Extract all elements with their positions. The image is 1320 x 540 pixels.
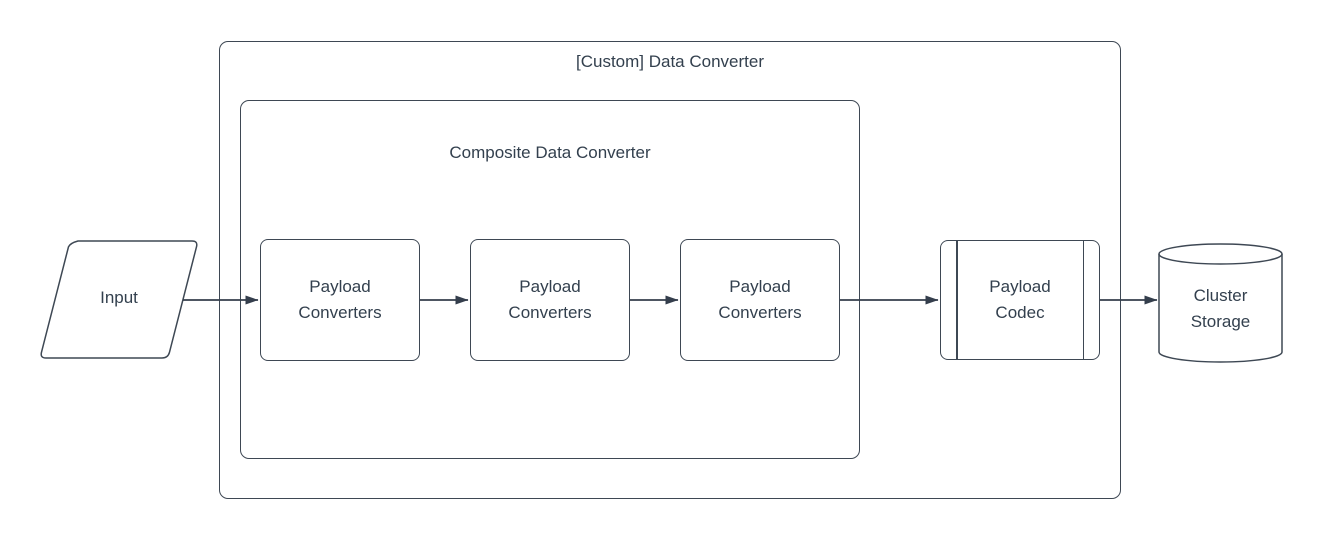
- custom-data-converter-label: [Custom] Data Converter: [575, 52, 764, 71]
- payload-converters-label: Payload Converters: [508, 277, 592, 322]
- payload-converters-node-3: Payload Converters: [680, 239, 840, 361]
- payload-converters-label: Payload Converters: [298, 277, 382, 322]
- cluster-storage-label: Cluster Storage: [1190, 286, 1251, 331]
- codec-side-bar-right: [1082, 241, 1084, 359]
- payload-converters-label: Payload Converters: [718, 277, 802, 322]
- payload-codec-label: Payload Codec: [989, 277, 1051, 322]
- payload-converters-node-1: Payload Converters: [260, 239, 420, 361]
- payload-converters-node-2: Payload Converters: [470, 239, 630, 361]
- cluster-storage-cylinder-seam: [1158, 253, 1283, 265]
- codec-side-bar-left: [956, 241, 958, 359]
- composite-data-converter-label: Composite Data Converter: [449, 143, 651, 162]
- input-label: Input: [100, 288, 138, 307]
- payload-codec-node: Payload Codec: [940, 240, 1100, 360]
